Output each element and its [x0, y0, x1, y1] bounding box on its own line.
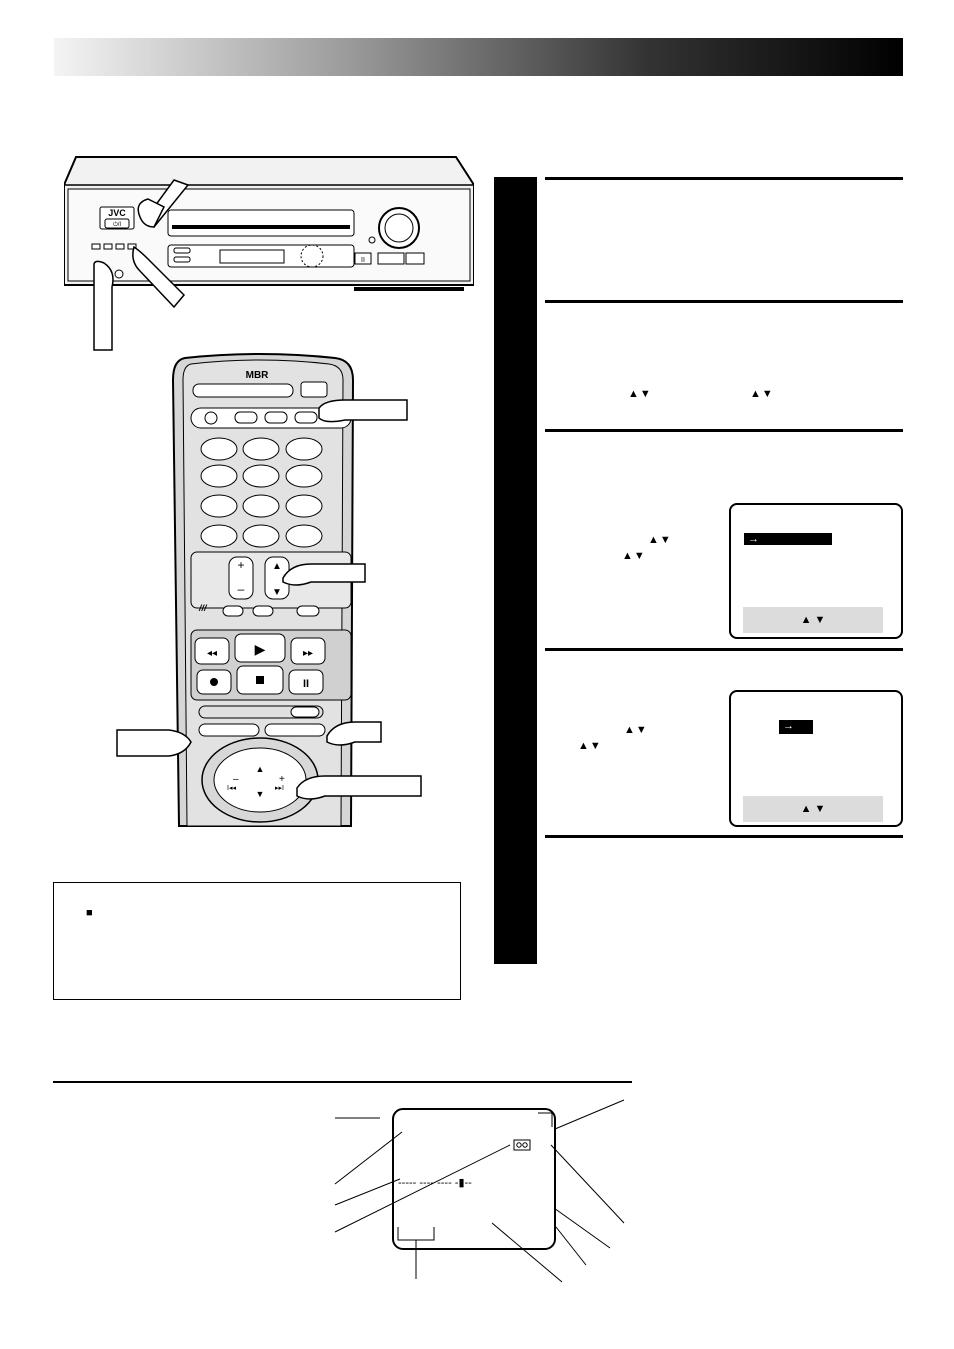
- stop-icon: [256, 676, 264, 684]
- counter-display: ----- ---- ---- -▮--: [398, 1177, 472, 1189]
- hand-pointer-icon: [137, 179, 190, 228]
- step-indicator-strip: [494, 177, 537, 964]
- svg-text:▼: ▼: [272, 587, 282, 598]
- svg-text:II: II: [361, 257, 365, 264]
- remote-illustration: MBR + – ▲ ▼ /// ◂◂ ▶ ▸▸ II ▲ ▼ – + I◂◂: [116, 353, 422, 827]
- hand-pointer-icon: [93, 260, 114, 351]
- svg-text:▲: ▲: [256, 764, 265, 774]
- arrow-right-icon: →: [748, 533, 759, 545]
- svg-text:+: +: [237, 558, 244, 572]
- page-header-bar: [54, 38, 903, 76]
- record-icon: [210, 678, 218, 686]
- step2-up-down-arrows: ▲▼: [628, 388, 652, 400]
- up-down-arrow-icon: ▲ ▼: [800, 803, 826, 815]
- section-rule: [53, 1081, 632, 1083]
- svg-text:⏻/I: ⏻/I: [113, 221, 121, 228]
- pause-icon: II: [303, 678, 309, 690]
- osd-screen-2: → ▲ ▼: [729, 690, 903, 827]
- remote-brand: MBR: [246, 370, 270, 381]
- note-bullet-icon: ■: [86, 907, 93, 919]
- osd-footer-bar: ▲ ▼: [743, 796, 883, 822]
- up-down-arrow-icon: ▲ ▼: [800, 614, 826, 626]
- svg-text:▸▸: ▸▸: [303, 648, 313, 659]
- vcr-brand: JVC: [108, 208, 126, 218]
- svg-text:◂◂: ◂◂: [207, 648, 217, 659]
- svg-text:–: –: [238, 582, 245, 596]
- osd-selected-item: →: [779, 720, 813, 734]
- step3-up-down-arrows: ▲▼: [622, 550, 646, 562]
- play-icon: ▶: [255, 641, 266, 657]
- arrow-right-icon: →: [783, 720, 794, 732]
- hand-pointer-icon: [132, 245, 186, 309]
- svg-text:+: +: [279, 774, 285, 785]
- note-box: ■: [53, 882, 461, 1000]
- step4-rule: [545, 648, 903, 651]
- cassette-icon: [513, 1139, 531, 1151]
- svg-text:▲: ▲: [272, 561, 282, 572]
- step5-rule: [545, 835, 903, 838]
- svg-text:▸▸I: ▸▸I: [275, 785, 284, 792]
- svg-text:–: –: [233, 774, 239, 785]
- hand-pointer-icon: [116, 399, 422, 800]
- step1-rule: [545, 177, 903, 180]
- step3-up-down-arrows: ▲▼: [648, 534, 672, 546]
- step4-up-down-arrows: ▲▼: [578, 740, 602, 752]
- svg-text:///: ///: [198, 603, 208, 613]
- svg-text:I◂◂: I◂◂: [227, 785, 236, 792]
- step4-up-down-arrows: ▲▼: [624, 724, 648, 736]
- osd-footer-bar: ▲ ▼: [743, 607, 883, 633]
- vcr-illustration: JVC ⏻/I II: [64, 156, 474, 351]
- step2-up-down-arrows: ▲▼: [750, 388, 774, 400]
- osd-screen-1: → ▲ ▼: [729, 503, 903, 639]
- display-diagram: ----- ---- ---- -▮--: [334, 1099, 625, 1283]
- step3-rule: [545, 429, 903, 432]
- osd-selected-item: →: [744, 533, 832, 545]
- step2-rule: [545, 300, 903, 303]
- svg-text:▼: ▼: [256, 789, 265, 799]
